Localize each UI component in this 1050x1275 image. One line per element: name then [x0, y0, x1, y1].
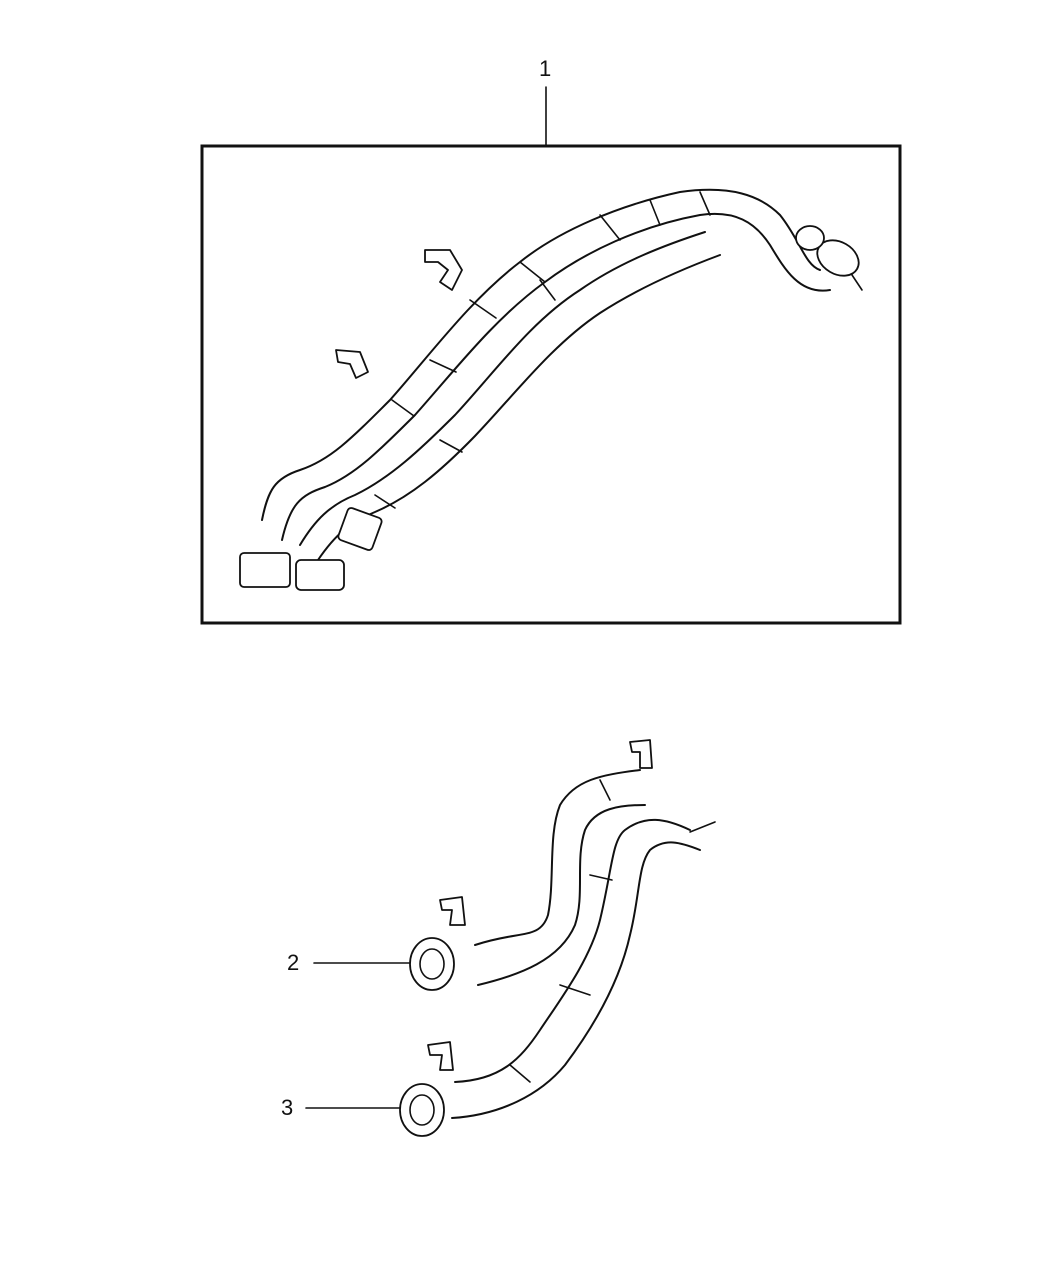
heater-hose-assembly	[239, 188, 863, 591]
heater-hose-pair	[399, 739, 716, 1137]
callout-1: 1	[539, 56, 552, 81]
item-1-frame	[200, 144, 902, 625]
callout-2: 2	[287, 950, 300, 975]
callout-3: 3	[281, 1095, 294, 1120]
